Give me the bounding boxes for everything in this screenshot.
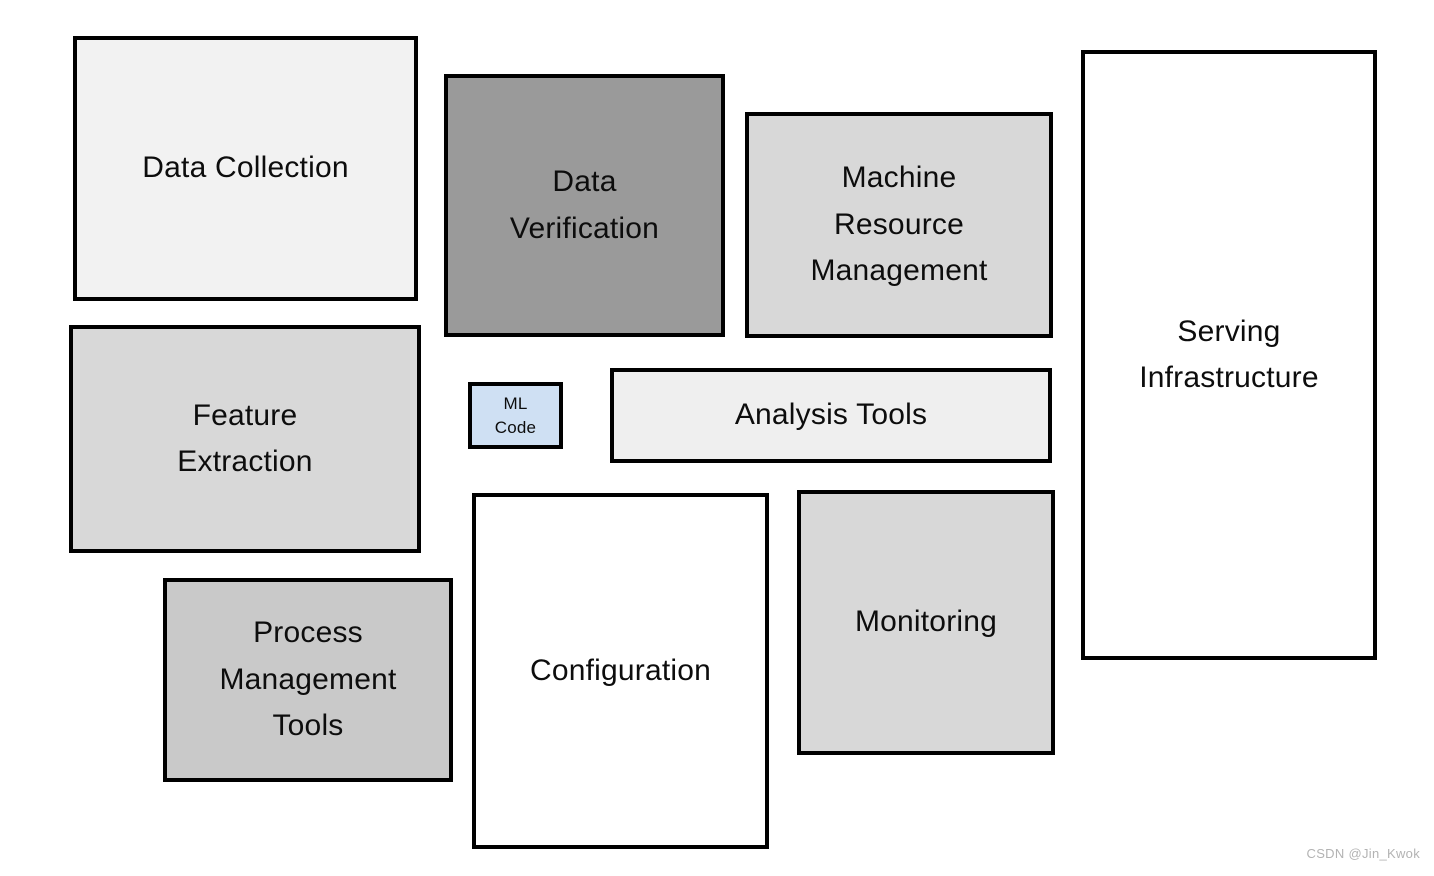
- box-data-collection-label: Data Collection: [142, 151, 349, 185]
- box-data-verification-label: Data Verification: [509, 165, 660, 245]
- box-monitoring-label: Monitoring: [854, 605, 998, 639]
- box-analysis-tools-label: Analysis Tools: [734, 398, 928, 432]
- box-feature-extraction-label: Feature Extraction: [177, 398, 313, 479]
- box-serving-infrastructure-label: Serving Infrastructure: [1139, 314, 1319, 395]
- box-ml-code: ML Code: [468, 382, 563, 449]
- box-machine-resource-management-label: Machine Resource Management: [810, 161, 988, 288]
- box-process-management-tools: Process Management Tools: [163, 578, 453, 782]
- box-monitoring: Monitoring: [797, 490, 1055, 755]
- box-serving-infrastructure: Serving Infrastructure: [1081, 50, 1377, 660]
- box-process-management-tools-label: Process Management Tools: [219, 616, 397, 743]
- box-configuration: Configuration: [472, 493, 769, 849]
- watermark-text: CSDN @Jin_Kwok: [1306, 846, 1420, 861]
- box-ml-code-label: ML Code: [494, 393, 537, 437]
- box-data-verification: Data Verification: [444, 74, 725, 337]
- box-configuration-label: Configuration: [529, 653, 712, 687]
- box-data-collection: Data Collection: [73, 36, 418, 301]
- box-machine-resource-management: Machine Resource Management: [745, 112, 1053, 338]
- box-feature-extraction: Feature Extraction: [69, 325, 421, 553]
- box-analysis-tools: Analysis Tools: [610, 368, 1052, 463]
